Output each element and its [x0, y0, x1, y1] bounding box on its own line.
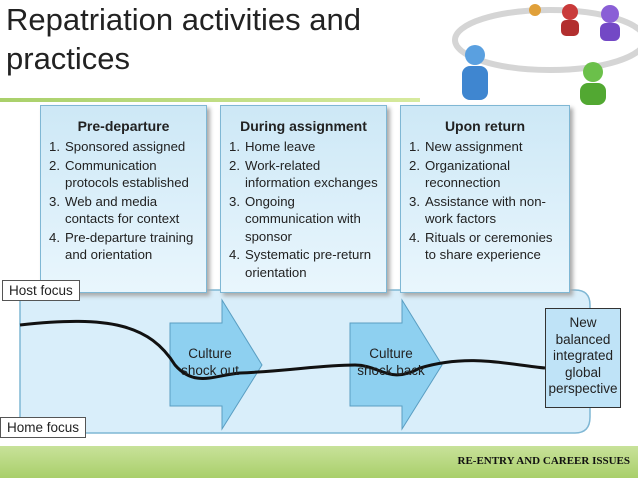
host-focus-label: Host focus	[2, 280, 80, 301]
list-item: 4.Systematic pre-return orientation	[229, 247, 372, 280]
pre-departure-box: Pre-departure 1.Sponsored assigned 2.Com…	[40, 105, 207, 293]
repatriation-diagram: Pre-departure 1.Sponsored assigned 2.Com…	[0, 103, 598, 443]
culture-shock-back-label: Culture shock back	[357, 346, 425, 378]
list-item: 4.Rituals or ceremonies to share experie…	[409, 229, 553, 263]
pre-departure-heading: Pre-departure	[77, 118, 170, 134]
during-assignment-list: 1.Home leave 2.Work-related information …	[229, 138, 380, 282]
list-item: 1.New assignment	[409, 139, 523, 154]
list-item: 4.Pre-departure training and orientation	[49, 229, 194, 263]
upon-return-list: 1.New assignment 2.Organizational reconn…	[409, 138, 563, 265]
list-item: 3.Assistance with non-work factors	[409, 193, 546, 227]
list-item: 2.Organizational reconnection	[409, 157, 511, 191]
footer-bar	[0, 446, 638, 478]
pre-departure-list: 1.Sponsored assigned 2.Communication pro…	[49, 138, 200, 265]
list-item: 3.Web and media contacts for context	[49, 193, 180, 227]
list-item: 1.Sponsored assigned	[49, 139, 186, 154]
slide-title: Repatriation activities and practices	[6, 2, 361, 76]
home-focus-label: Home focus	[0, 417, 87, 438]
decorative-people-graphic	[440, 0, 638, 105]
new-perspective-box: New balanced integrated global perspecti…	[545, 308, 621, 408]
upon-return-heading: Upon return	[444, 118, 526, 134]
list-item: 1.Home leave	[229, 139, 316, 154]
culture-shock-out-label: Culture shock out	[181, 346, 239, 378]
list-item: 2.Work-related information exchanges	[229, 157, 378, 191]
footer-title: RE-ENTRY AND CAREER ISSUES	[457, 455, 631, 467]
list-item: 2.Communication protocols established	[49, 157, 189, 191]
title-underline	[0, 98, 420, 102]
during-assignment-box: During assignment 1.Home leave 2.Work-re…	[220, 105, 387, 293]
list-item: 3.Ongoing communication with sponsor	[229, 193, 361, 244]
upon-return-box: Upon return 1.New assignment 2.Organizat…	[400, 105, 570, 293]
during-assignment-heading: During assignment	[240, 118, 367, 134]
